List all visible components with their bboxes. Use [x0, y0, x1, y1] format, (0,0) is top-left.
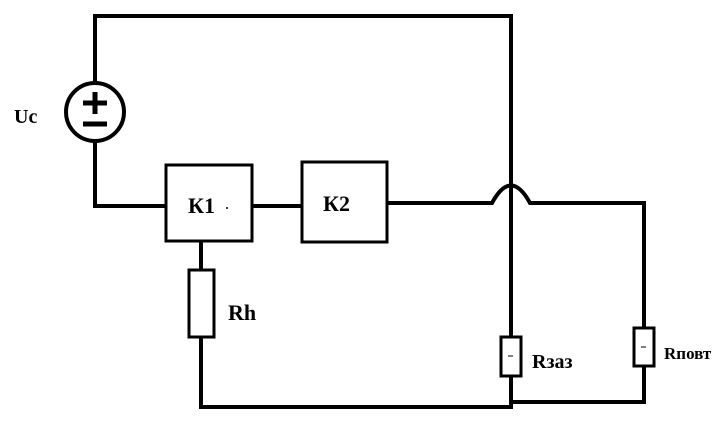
- resistor-rh: [187, 268, 216, 339]
- wire-rzaz-to-rpovt: [509, 364, 646, 404]
- block-k1-label: К1: [188, 193, 215, 218]
- resistor-rh-label: Rh: [228, 300, 256, 325]
- block-k1-dot: [226, 207, 228, 209]
- resistor-rzaz-label: Rзаз: [532, 351, 573, 373]
- voltage-source: [64, 81, 126, 143]
- block-k1: [164, 163, 254, 243]
- resistor-rpovt-label: Rповт: [664, 344, 712, 363]
- wire-bottom: [199, 335, 513, 409]
- wire-top: [93, 14, 513, 339]
- wire-source-to-k1: [93, 140, 168, 208]
- block-k2: [300, 160, 389, 244]
- wire-k2-to-rpovt: [385, 183, 646, 330]
- block-k2-label: К2: [323, 191, 350, 216]
- source-label: Uc: [14, 106, 37, 128]
